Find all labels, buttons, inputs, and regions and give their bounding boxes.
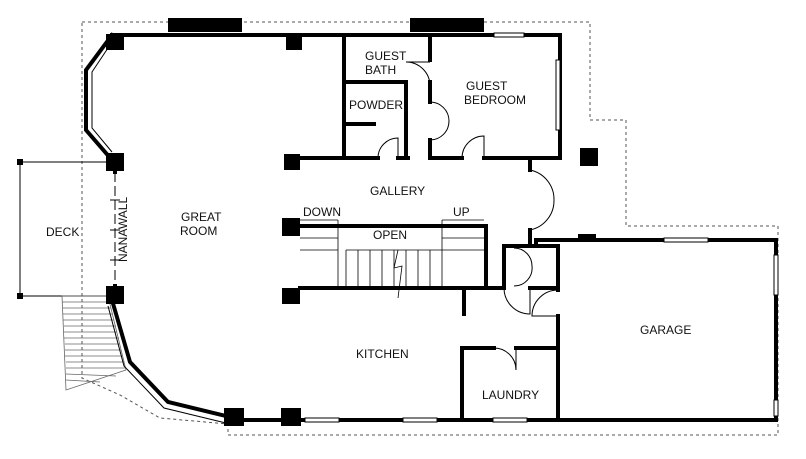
roof-outline — [81, 21, 779, 436]
bay-window-inner — [91, 41, 113, 153]
stair-open-label: OPEN — [373, 228, 407, 242]
interior-walls — [298, 33, 562, 422]
stair-up-label: UP — [453, 205, 470, 219]
guest-bath-label-1: GUEST — [365, 49, 407, 63]
garage-label: GARAGE — [640, 323, 691, 337]
curved-wall-inner — [107, 305, 231, 425]
laundry-label: LAUNDRY — [482, 388, 539, 402]
columns — [106, 18, 598, 426]
deck-label: DECK — [46, 225, 79, 239]
deck-stairs — [61, 295, 127, 391]
kitchen-label: KITCHEN — [356, 347, 409, 361]
stair-down-label: DOWN — [303, 205, 341, 219]
gallery-label: GALLERY — [370, 184, 425, 198]
windows — [304, 32, 779, 423]
doors — [377, 61, 559, 371]
guest-bedroom-label-1: GUEST — [466, 79, 508, 93]
great-room-label-2: ROOM — [180, 224, 217, 238]
guest-bath-label-2: BATH — [365, 63, 396, 77]
great-room-label-1: GREAT — [181, 210, 222, 224]
nanawall-label: NANAWALL — [116, 197, 130, 262]
guest-bedroom-label-2: BEDROOM — [464, 93, 526, 107]
staircase — [300, 219, 484, 299]
powder-label: POWDER — [349, 98, 403, 112]
